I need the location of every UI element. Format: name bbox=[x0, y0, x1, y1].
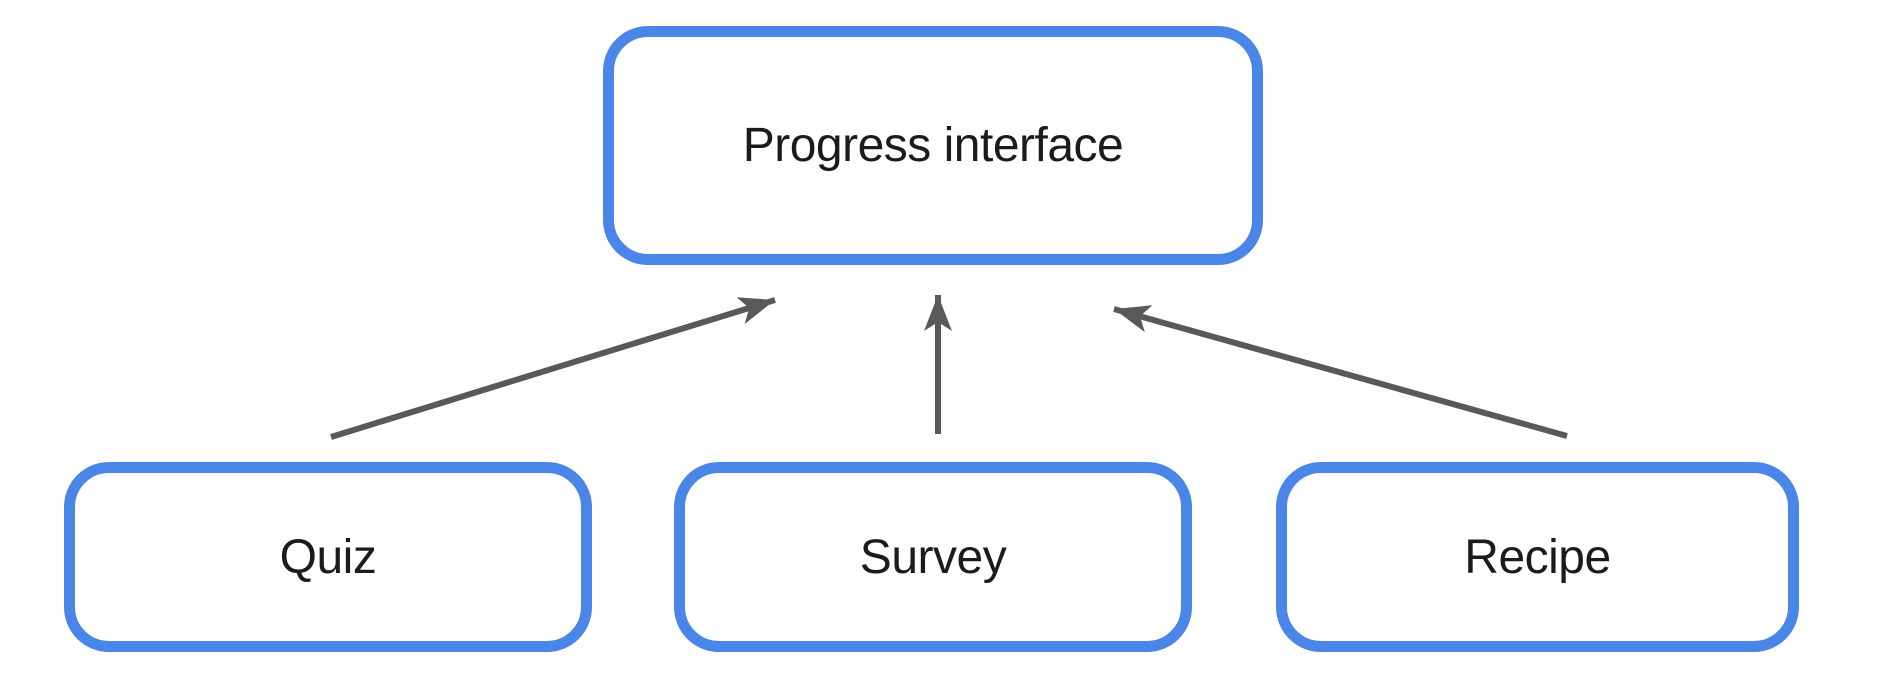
edge-recipe-to-progress bbox=[1113, 305, 1568, 439]
node-recipe-label: Recipe bbox=[1464, 530, 1611, 584]
node-recipe: Recipe bbox=[1276, 462, 1799, 652]
node-quiz-label: Quiz bbox=[279, 530, 377, 584]
node-survey-label: Survey bbox=[859, 530, 1007, 584]
node-progress-interface: Progress interface bbox=[603, 26, 1263, 265]
node-survey: Survey bbox=[674, 462, 1192, 652]
edge-quiz-to-progress bbox=[330, 297, 776, 440]
node-progress-interface-label: Progress interface bbox=[742, 119, 1124, 172]
node-quiz: Quiz bbox=[64, 462, 592, 652]
